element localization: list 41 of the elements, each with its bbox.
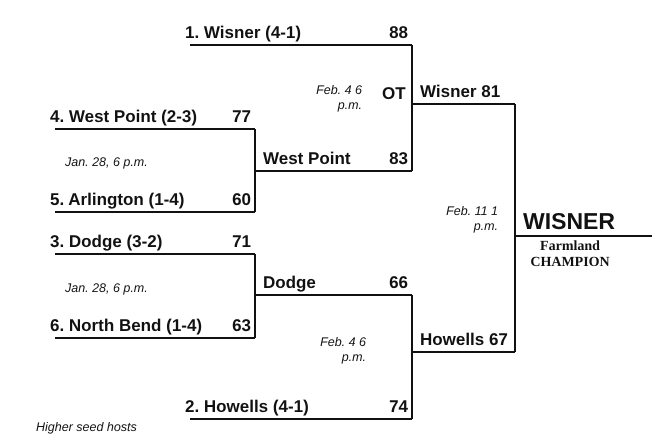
- team-name: 1. Wisner (4-1): [185, 23, 302, 43]
- team-name: 3. Dodge (3-2): [50, 232, 162, 252]
- team-name: Howells 67: [420, 330, 508, 350]
- team-name: 4. West Point (2-3): [50, 107, 198, 127]
- score: 77: [232, 107, 251, 127]
- bracket-connector: [254, 294, 256, 338]
- bracket-connector: [411, 45, 413, 105]
- score: 83: [389, 149, 408, 169]
- score: 74: [389, 397, 408, 417]
- date-note: Feb. 4 6 p.m.: [319, 335, 366, 365]
- bracket-slot: [255, 150, 412, 172]
- date-note: Feb. 11 1 p.m.: [445, 204, 498, 234]
- date-note: Feb. 4 6 p.m.: [315, 83, 362, 113]
- champion-name: WISNER: [523, 208, 615, 234]
- bracket-connector: [411, 103, 413, 171]
- bracket-connector: [411, 295, 413, 353]
- date-note: Jan. 28, 6 p.m.: [65, 155, 149, 170]
- bracket-connector: [254, 170, 256, 212]
- bracket-slot: [412, 83, 515, 105]
- score: 88: [389, 23, 408, 43]
- bracket-connector: [514, 235, 516, 352]
- team-name: 6. North Bend (1-4): [50, 316, 202, 336]
- score: 66: [389, 273, 408, 293]
- team-name: 5. Arlington (1-4): [50, 190, 184, 210]
- bracket-connector: [254, 129, 256, 172]
- date-note: Jan. 28, 6 p.m.: [65, 281, 149, 296]
- overtime-note: OT: [382, 86, 407, 101]
- bracket-slot: [255, 274, 412, 296]
- team-name: West Point: [263, 149, 351, 169]
- score: 60: [232, 190, 251, 210]
- team-name: 2. Howells (4-1): [185, 397, 309, 417]
- bracket-connector: [514, 104, 516, 237]
- score: 71: [232, 232, 251, 252]
- footnote: Higher seed hosts: [36, 420, 138, 435]
- score: 63: [232, 316, 251, 336]
- champion-title: Farmland CHAMPION: [529, 239, 611, 271]
- team-name: Dodge: [263, 273, 316, 293]
- team-name: Wisner 81: [420, 82, 500, 102]
- bracket-slot: [412, 331, 515, 353]
- bracket-connector: [411, 351, 413, 419]
- bracket-connector: [254, 254, 256, 296]
